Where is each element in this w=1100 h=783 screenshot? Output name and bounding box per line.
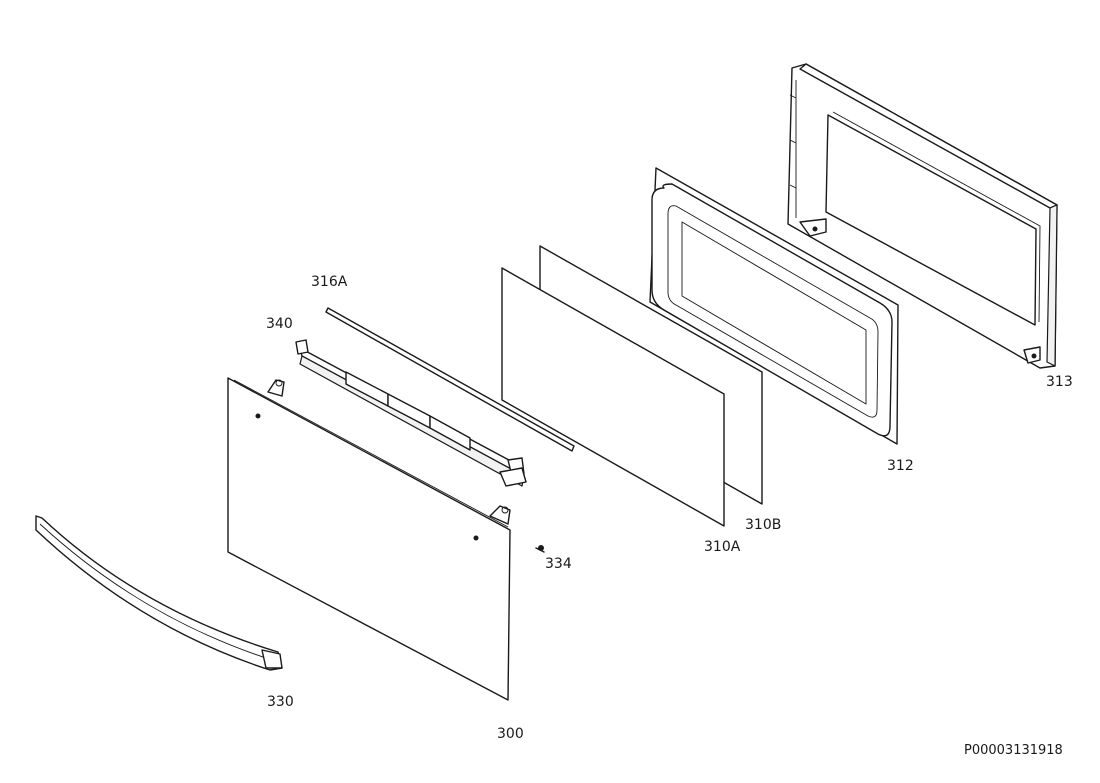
part-label-310b: 310B — [745, 517, 782, 533]
part-label-313: 313 — [1046, 374, 1073, 390]
document-code: P00003131918 — [964, 743, 1063, 758]
part-label-316a: 316A — [311, 274, 348, 290]
part-top-profile-drawing — [295, 339, 527, 487]
part-label-340: 340 — [266, 316, 293, 332]
part-label-334: 334 — [545, 556, 572, 572]
part-door-seal-drawing — [649, 167, 899, 445]
part-outer-frame-drawing — [787, 63, 1058, 369]
part-outer-door-panel-drawing — [227, 377, 511, 701]
part-label-312: 312 — [887, 458, 914, 474]
part-glass-strip-drawing — [325, 307, 575, 452]
part-inner-glass-a-drawing — [501, 267, 725, 527]
part-label-310a: 310A — [704, 539, 741, 555]
part-screw-drawing — [535, 545, 545, 553]
part-label-330: 330 — [267, 694, 294, 710]
part-door-handle-drawing — [35, 515, 283, 671]
part-label-300: 300 — [497, 726, 524, 742]
